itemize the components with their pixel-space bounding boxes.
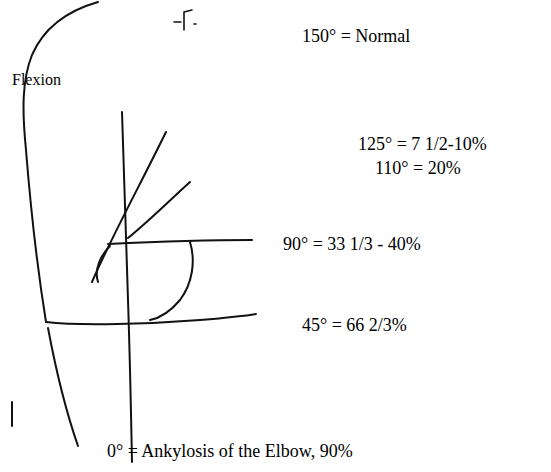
diagonal-line [92, 132, 166, 282]
flexion-line [128, 182, 190, 238]
normal-label: 150° = Normal [302, 26, 410, 46]
angle-label: 45° = 66 2/3% [302, 315, 407, 335]
ankylosis-label: 0° = Ankylosis of the Elbow, 90% [107, 441, 353, 461]
arm-outline [24, 2, 98, 322]
vertical-line [122, 112, 132, 462]
axis-label: Flexion [12, 70, 61, 90]
angle-label: 125° = 7 1/2-10% [358, 134, 487, 154]
angle-label: 110° = 20% [375, 158, 461, 178]
forearm-curve [97, 242, 193, 320]
horizontal-line [108, 240, 252, 244]
cursor-mark [11, 402, 13, 426]
angle-label: 90° = 33 1/3 - 40% [283, 234, 421, 254]
sketch-mark [174, 10, 196, 30]
lower-line [48, 328, 78, 446]
